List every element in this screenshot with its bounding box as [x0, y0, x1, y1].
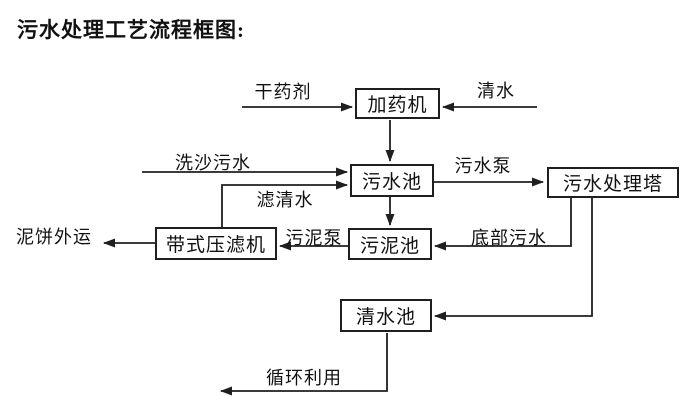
- arrow-bottom-sewage-to-sludge-pool: [434, 198, 572, 251]
- label-recycling: 循环利用: [266, 368, 342, 388]
- node-sewage-treatment-tower: 污水处理塔: [547, 167, 679, 198]
- node-dosing-machine: 加药机: [355, 88, 440, 119]
- label-filter-water: 滤清水: [256, 190, 314, 210]
- label-sludge-pump: 污泥泵: [285, 228, 343, 248]
- arrow-filter-water-to-sewage-pool: [221, 180, 348, 227]
- arrow-treatment-tower-to-clear-water-pool: [434, 198, 593, 321]
- label-bottom-sewage: 底部污水: [471, 228, 547, 248]
- arrow-recycling-out: [220, 333, 388, 396]
- label-mud-cake-transport: 泥饼外运: [16, 227, 92, 247]
- node-sewage-pool: 污水池: [350, 164, 434, 197]
- label-dry-agent: 干药剂: [254, 82, 312, 102]
- label-clear-water: 清水: [477, 81, 515, 101]
- node-belt-filter-press: 带式压滤机: [155, 227, 277, 260]
- diagram-title: 污水处理工艺流程框图:: [17, 18, 245, 42]
- label-sand-washing-sewage: 洗沙污水: [175, 153, 251, 173]
- label-sewage-pump: 污水泵: [454, 156, 512, 176]
- node-clear-water-pool: 清水池: [340, 299, 432, 332]
- node-sludge-pool: 污泥池: [348, 228, 432, 260]
